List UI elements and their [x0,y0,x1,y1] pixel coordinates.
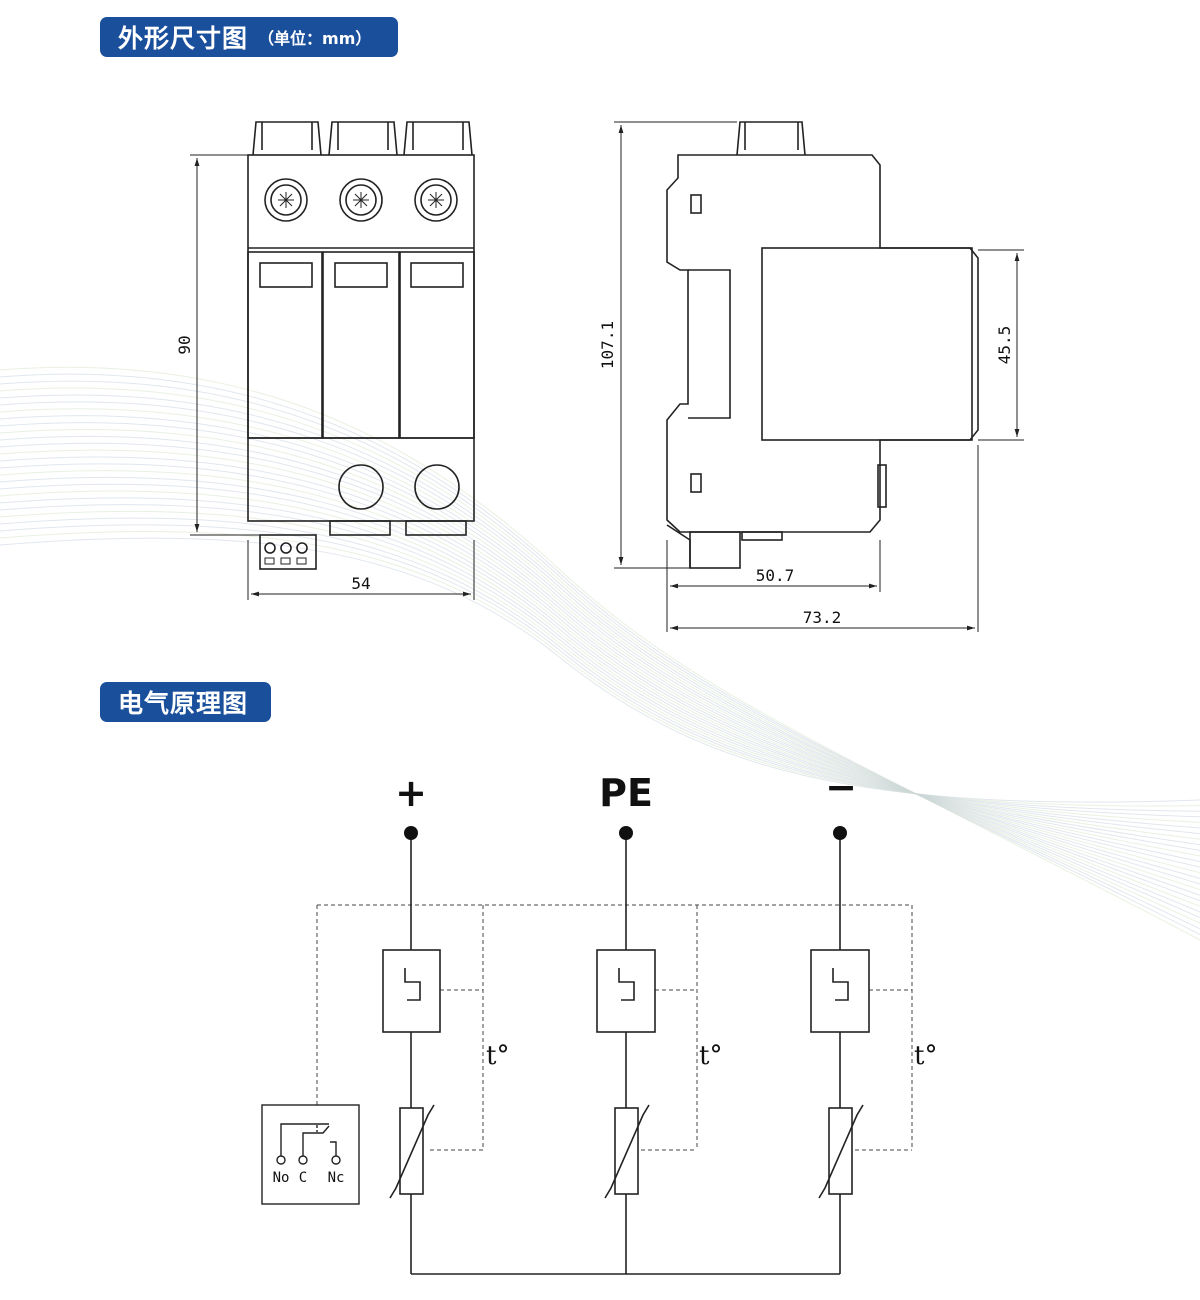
side-module [761,247,973,441]
varistor-minus [818,1104,864,1199]
branch-wires [410,833,841,1275]
thermal-disconnector-pe [596,949,656,1033]
front-dimension-lines [190,154,475,600]
thermal-dashed-links [316,904,913,1151]
side-module-height-label: 45.5 [995,326,1014,365]
dimensions-section-title: 外形尺寸图 [118,24,249,53]
front-indicator-right [414,464,460,510]
circuit-section-badge: 电气原理图 [100,682,271,722]
side-dimension-lines [614,121,1024,632]
side-top-cap [736,121,806,156]
relay-label-nc: Nc [328,1170,345,1186]
varistor-plus [389,1104,435,1199]
varistor-pe [604,1104,650,1199]
terminal-dot-plus [404,826,418,840]
relay-label-c: C [299,1170,307,1186]
thermal-label-3: t° [914,1041,937,1071]
thermal-disconnector-minus [810,949,870,1033]
front-indicator-left [338,464,384,510]
dimensions-unit-label: （单位：mm） [258,29,372,48]
side-height-label: 107.1 [598,321,617,369]
front-modules [247,251,475,439]
thermal-label-1: t° [486,1041,509,1071]
front-view [247,121,475,570]
side-depth-total-label: 73.2 [803,608,842,627]
terminal-dot-pe [619,826,633,840]
thermal-disconnector-plus [382,949,441,1033]
front-width-label: 54 [351,574,370,593]
terminal-label-minus: − [825,765,857,809]
front-remote-connector [259,534,317,570]
front-height-label: 90 [175,335,194,354]
dimensions-section-badge: 外形尺寸图 （单位：mm） [100,17,398,57]
front-terminal-screws [264,178,458,222]
side-depth-inner-label: 50.7 [756,566,795,585]
front-top-caps [252,121,473,156]
side-view [666,121,979,569]
thermal-label-2: t° [699,1041,722,1071]
terminal-label-plus: + [395,771,427,815]
terminal-dot-minus [833,826,847,840]
terminal-label-pe: PE [599,771,653,815]
circuit-section-title: 电气原理图 [118,689,249,718]
remote-signal-relay [261,1104,360,1205]
front-body-outline [247,154,475,522]
circuit-diagram: + PE − [261,765,937,1275]
side-body-outline [666,154,979,533]
relay-label-no: No [273,1170,290,1186]
